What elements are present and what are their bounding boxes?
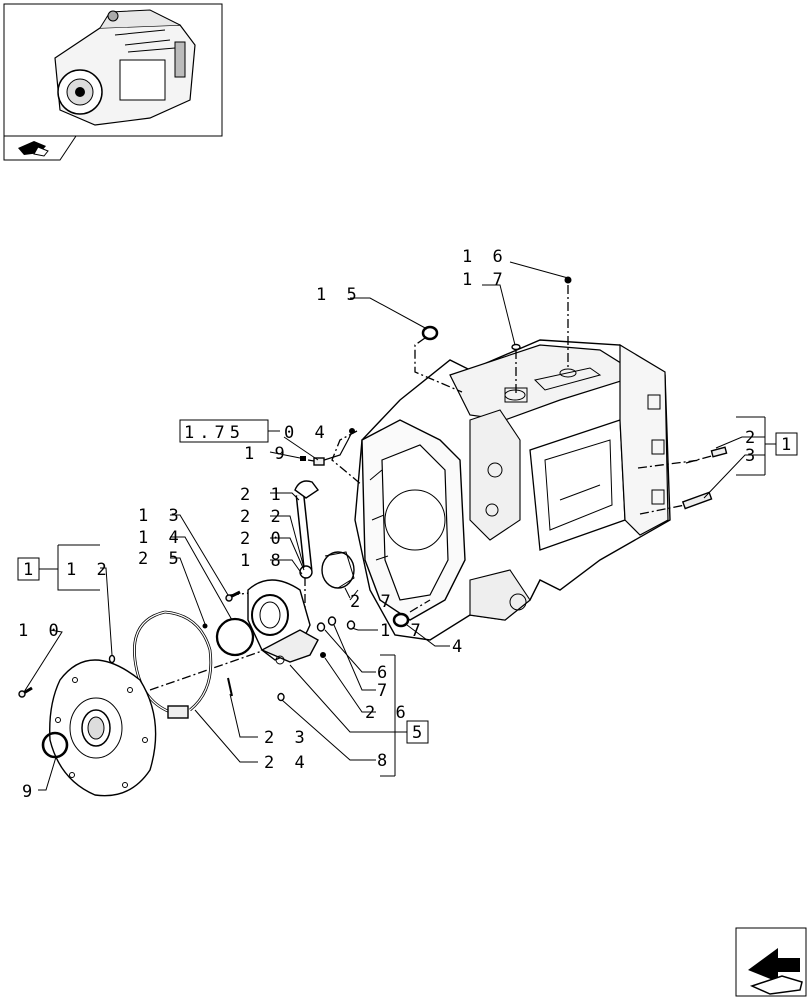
label-14: 1 4 (138, 528, 184, 548)
label-2: 2 (745, 428, 760, 448)
part-12-pin[interactable] (108, 654, 116, 664)
thumbnail-panel[interactable] (3, 3, 223, 161)
next-page-icon[interactable] (735, 927, 807, 997)
previous-page-icon[interactable] (18, 141, 49, 157)
label-4: 4 (452, 637, 467, 657)
reference-box-1-right[interactable] (736, 416, 798, 476)
part-8-plug[interactable] (277, 692, 285, 702)
label-20: 2 0 (240, 529, 286, 549)
label-22: 2 2 (240, 507, 286, 527)
label-6: 6 (377, 663, 392, 683)
part-23-screw[interactable] (227, 677, 233, 697)
part-sensor-cable[interactable] (313, 428, 355, 466)
part-15-o-ring[interactable] (421, 325, 439, 341)
label-8: 8 (377, 751, 392, 771)
label-23: 2 3 (264, 728, 310, 748)
part-17-washer-top[interactable] (511, 343, 521, 351)
part-4-o-ring[interactable] (392, 612, 410, 628)
ref-1-75-suffix-label: 0 4 (284, 423, 330, 443)
part-17-washer[interactable] (346, 620, 356, 630)
part-9-o-ring[interactable] (41, 731, 69, 759)
label-3: 3 (745, 446, 760, 466)
label-leader-lines (23, 261, 765, 791)
label-17-top: 1 7 (462, 270, 508, 290)
part-16-bolt[interactable] (564, 276, 572, 284)
label-21: 2 1 (240, 485, 286, 505)
part-6-bolt[interactable] (316, 622, 326, 632)
part-25-screw[interactable] (202, 623, 208, 629)
label-9: 9 (22, 782, 37, 802)
part-13-bolt[interactable] (225, 590, 241, 602)
part-7-washer[interactable] (327, 616, 337, 626)
label-24: 2 4 (264, 753, 310, 773)
label-15: 1 5 (316, 285, 362, 305)
label-18: 1 8 (240, 551, 286, 571)
label-12: 1 2 (66, 560, 112, 580)
part-22-clip[interactable] (299, 565, 313, 579)
part-10-bolt[interactable] (18, 686, 33, 698)
reference-box-1-75[interactable] (179, 419, 280, 443)
box-1-left-label: 1 (23, 560, 38, 580)
part-26-bolt[interactable] (320, 652, 326, 658)
label-13: 1 3 (138, 506, 184, 526)
ref-1-75-label: 1.75 (184, 423, 245, 443)
part-18-pto-cover[interactable] (247, 579, 319, 665)
label-26: 2 6 (365, 703, 411, 723)
label-7: 7 (377, 681, 392, 701)
box-1-right-label: 1 (781, 435, 796, 455)
label-16: 1 6 (462, 247, 508, 267)
reference-box-5[interactable] (380, 654, 429, 777)
part-24-wiring-harness[interactable] (132, 610, 213, 719)
part-flywheel-plate[interactable] (49, 659, 157, 797)
label-25: 2 5 (138, 549, 184, 569)
reference-box-1-left[interactable] (17, 544, 100, 591)
label-10: 1 0 (18, 621, 64, 641)
part-2-pin[interactable] (710, 446, 728, 458)
box-5-label: 5 (412, 723, 427, 743)
part-21-dipstick-tube[interactable] (294, 480, 320, 571)
label-17-bottom: 1 7 (380, 621, 426, 641)
part-27-plug-cap[interactable] (321, 551, 355, 589)
label-27: 2 7 (350, 592, 396, 612)
part-14-circlip[interactable] (215, 617, 255, 657)
label-19: 1 9 (244, 444, 290, 464)
transmission-housing (354, 339, 671, 641)
part-19-screw[interactable] (300, 456, 306, 461)
part-3-dowel[interactable] (681, 491, 713, 510)
gearbox-assembly-thumbnail (54, 9, 196, 126)
